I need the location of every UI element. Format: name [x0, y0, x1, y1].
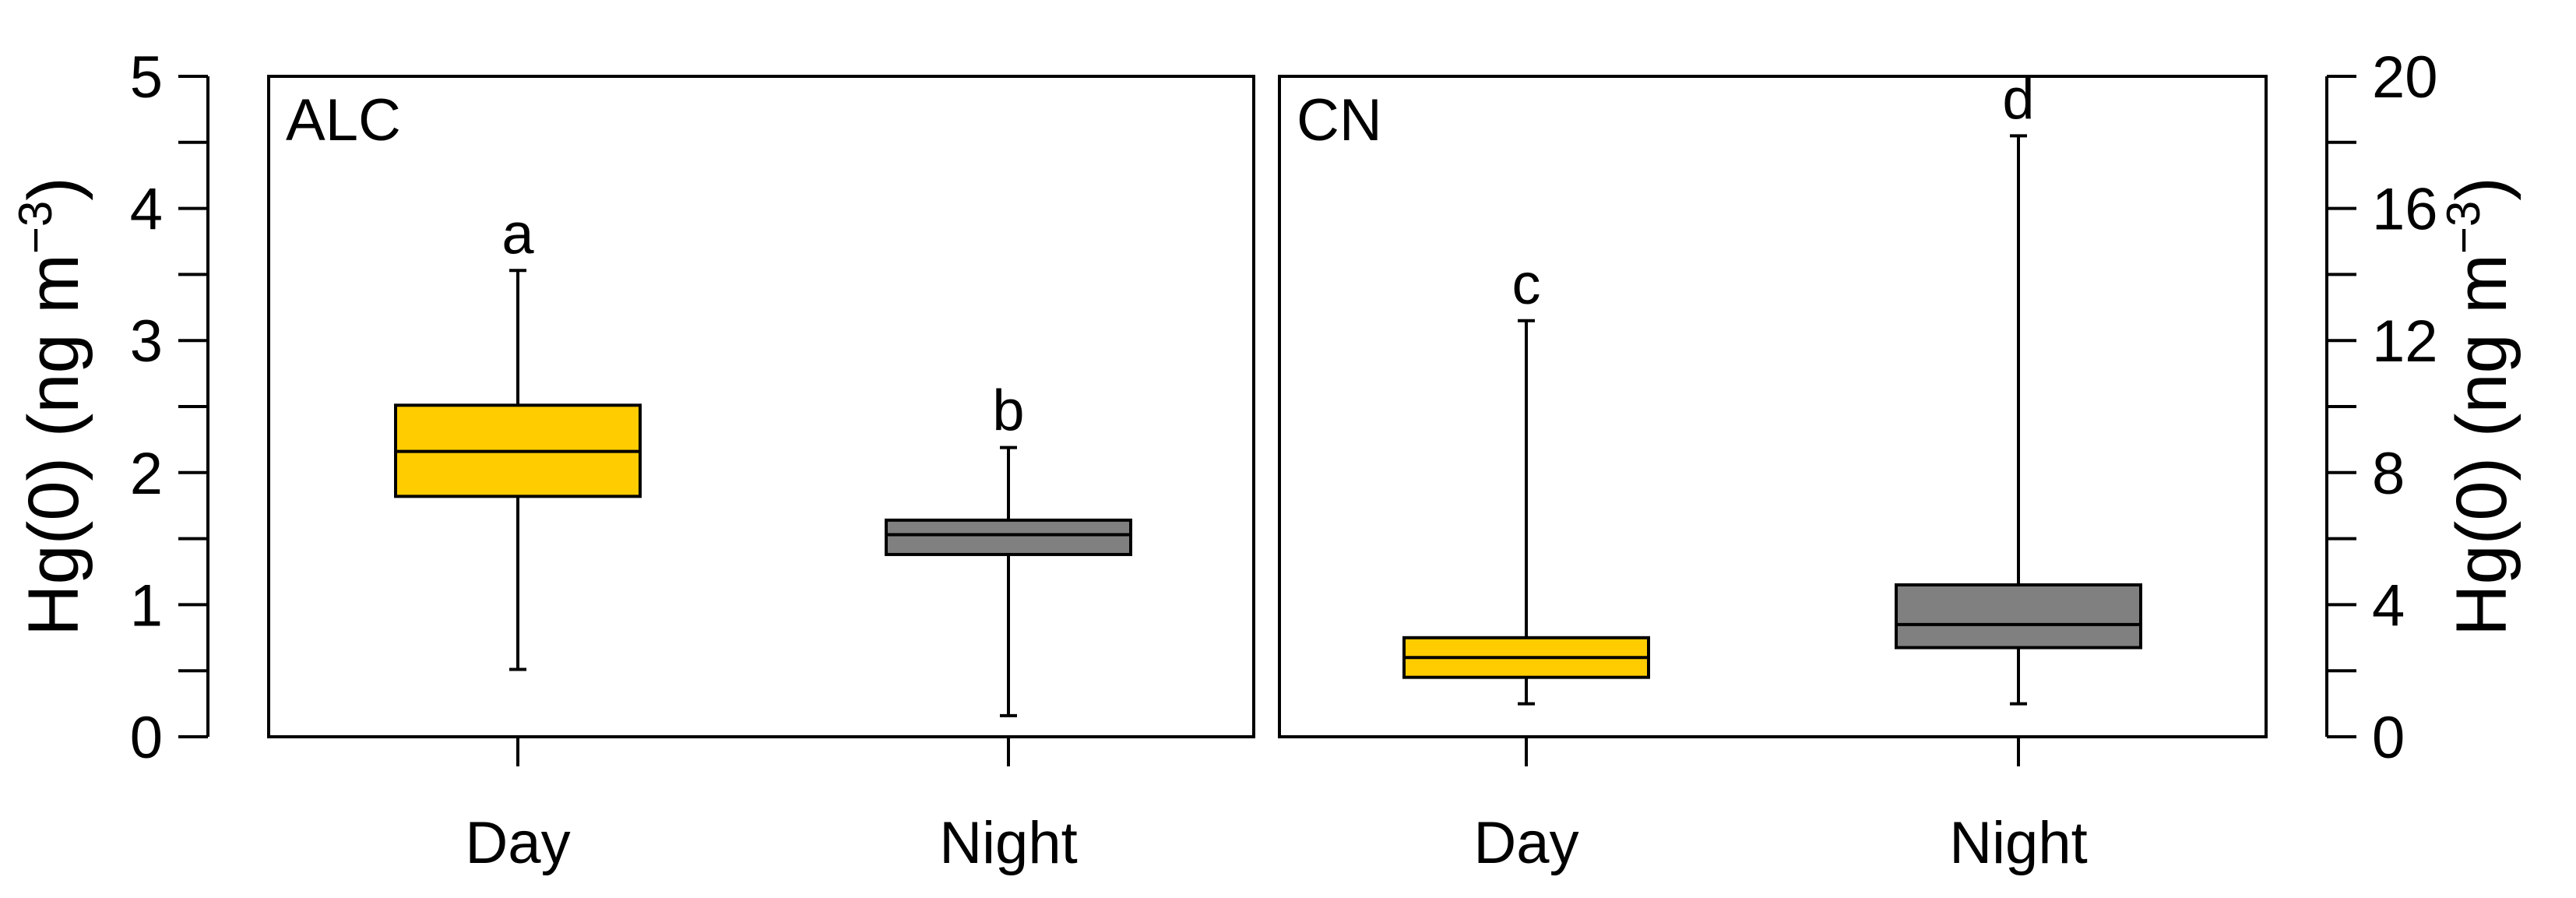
y-axis-title-exponent: −3 — [9, 201, 62, 254]
y-axis-title-close: ) — [14, 177, 93, 201]
plot-frame — [1278, 75, 2268, 738]
y-tick-label: 2 — [130, 441, 163, 507]
y-axis-title-text: Hg(0) (ng m — [14, 254, 93, 636]
y-tick-label: 8 — [2372, 441, 2405, 507]
x-tick-label: Night — [939, 810, 1077, 876]
box-night: d — [1895, 66, 2142, 706]
significance-letter: c — [1512, 252, 1541, 316]
y-axis-title: Hg(0) (ng m−3) — [2437, 177, 2521, 636]
y-tick-label: 20 — [2372, 44, 2438, 111]
box-day: a — [394, 201, 642, 671]
x-tick-label: Day — [1473, 810, 1578, 876]
y-axis-title-close: ) — [2442, 177, 2521, 201]
panel-label: ALC — [286, 87, 401, 153]
y-tick-label: 12 — [2372, 308, 2438, 375]
y-tick-label: 0 — [130, 705, 163, 771]
iqr-box — [1895, 583, 2142, 650]
plot-frame — [267, 75, 1255, 738]
y-tick-label: 4 — [2372, 572, 2405, 639]
significance-letter: b — [992, 379, 1024, 443]
significance-letter: d — [2002, 66, 2034, 131]
y-tick-label: 3 — [130, 308, 163, 375]
y-tick-label: 4 — [130, 177, 163, 243]
y-tick-label: 1 — [130, 572, 163, 639]
y-tick-label: 0 — [2372, 705, 2405, 771]
x-tick-label: Day — [465, 810, 570, 876]
box-night: b — [885, 379, 1132, 717]
y-axis-title-text: Hg(0) (ng m — [2442, 254, 2521, 636]
y-axis-title: Hg(0) (ng m−3) — [9, 177, 93, 636]
panel-label: CN — [1297, 87, 1382, 153]
y-axis-title-exponent: −3 — [2437, 201, 2490, 254]
y-tick-label: 5 — [130, 44, 163, 111]
box-day: c — [1402, 252, 1650, 706]
significance-letter: a — [501, 201, 534, 266]
x-tick-label: Night — [1949, 810, 2087, 876]
y-tick-label: 16 — [2372, 177, 2438, 243]
iqr-box — [885, 518, 1132, 556]
panel-alc: 0 1 2 3 4 5Hg(0) (ng m−3) ALC Day Night a b — [9, 44, 1255, 876]
